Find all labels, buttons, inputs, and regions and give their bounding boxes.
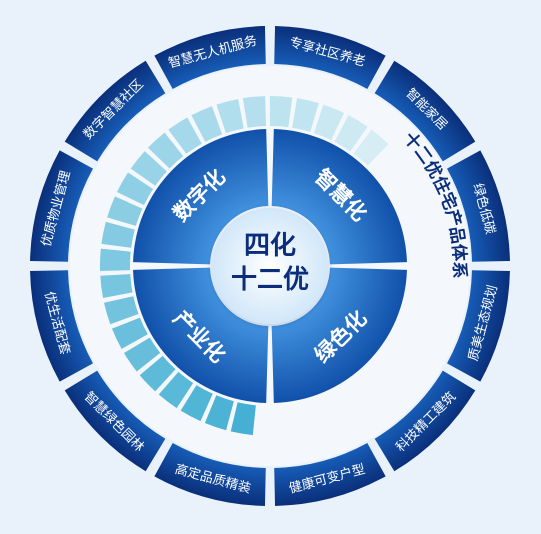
cyan-band-segment — [204, 395, 234, 431]
center-title-line2: 十二优 — [231, 265, 309, 295]
cyan-band-segment — [107, 196, 143, 226]
cyan-band-segment — [111, 317, 148, 349]
outer-segment — [154, 443, 266, 506]
quadrant-wedge — [271, 267, 407, 403]
cyan-band-segment — [130, 151, 167, 186]
cyan-band-segment — [230, 402, 256, 436]
cyan-segment-band — [100, 96, 389, 436]
cyan-band-segment — [292, 98, 319, 132]
outer-segment — [30, 150, 93, 262]
outer-segment — [447, 270, 510, 382]
cyan-band-segment — [242, 96, 267, 128]
outer-segment — [154, 26, 266, 89]
outer-segment — [374, 60, 476, 162]
quadrant-wedge — [133, 267, 269, 403]
cyan-band-segment — [334, 115, 368, 152]
cyan-band-segment — [269, 96, 293, 128]
cyan-band-segment — [100, 248, 131, 272]
outer-segment — [30, 270, 93, 382]
outer-ring: 专享社区养老智能家居绿色低碳质美生态规划科技精工建筑健康可变户型高定品质精装智慧… — [30, 26, 510, 506]
cyan-band-segment — [100, 274, 133, 299]
outer-segment — [374, 370, 476, 472]
cyan-band-segment — [353, 129, 389, 166]
cyan-band-segment — [101, 221, 135, 248]
outer-segment — [64, 370, 166, 472]
outer-segment — [274, 26, 386, 89]
center-disc — [212, 208, 328, 324]
cyan-band-segment — [180, 385, 213, 422]
cyan-band-segment — [313, 104, 345, 141]
center-title-line1: 四化 — [244, 231, 296, 261]
cyan-band-segment — [104, 296, 139, 325]
outer-segment — [64, 60, 166, 162]
cyan-band-segment — [147, 132, 184, 169]
quadrant-wedge — [133, 129, 269, 265]
cyan-band-segment — [116, 172, 154, 206]
cyan-band-segment — [123, 337, 161, 372]
cyan-band-segment — [216, 99, 244, 134]
outer-segment — [447, 150, 510, 262]
cyan-band-segment — [191, 106, 223, 142]
cyan-band-segment — [158, 371, 194, 409]
outer-segment — [274, 443, 386, 506]
cyan-band-segment — [139, 355, 176, 392]
quadrant-ring: 数字化智慧化绿色化产业化 — [133, 129, 407, 403]
quadrant-wedge — [271, 129, 407, 265]
cyan-band-segment — [168, 117, 202, 154]
